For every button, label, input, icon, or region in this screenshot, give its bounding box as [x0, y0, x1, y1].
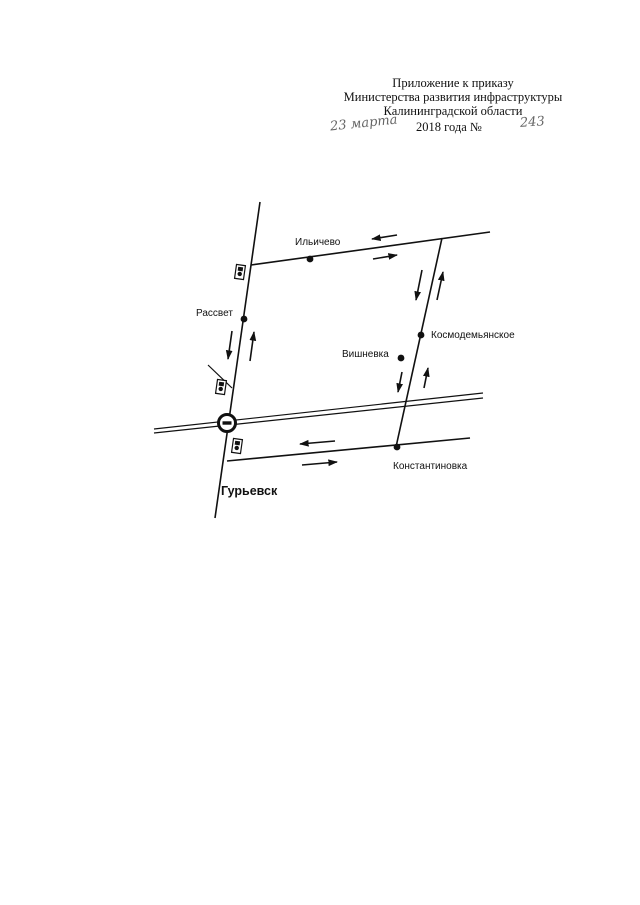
- label-konstantinovka: Константиновка: [393, 461, 468, 472]
- arrow-bottom-east: [301, 459, 338, 467]
- arrow-lower-right-up: [423, 367, 430, 389]
- label-vishnevka: Вишневка: [342, 349, 389, 360]
- header-date-line: 23 марта 2018 года № 243: [329, 113, 568, 135]
- arrow-right-road-down: [414, 269, 423, 301]
- header-line-region: Калининградской области: [383, 104, 523, 118]
- highway-lower: [153, 397, 484, 434]
- highway-upper: [153, 392, 484, 430]
- dot-rassvet: [240, 315, 248, 323]
- arrow-bottom-west: [299, 439, 336, 447]
- road-konstantinovka: [226, 437, 471, 462]
- order-annex-header: Приложение к приказу Министерства развит…: [329, 76, 568, 135]
- arrow-ilichevo-west: [371, 234, 398, 241]
- label-guryevsk: Гурьевск: [221, 484, 278, 498]
- label-kosmodemyanskoe: Космодемьянское: [431, 330, 515, 341]
- header-line-ministry: Министерства развития инфраструктуры: [343, 90, 563, 104]
- arrow-main-down: [225, 330, 233, 360]
- arrow-ilichevo-east: [372, 253, 398, 260]
- road-tick: [207, 364, 233, 389]
- arrow-main-up: [249, 331, 257, 362]
- header-line-annex: Приложение к приказу: [392, 76, 514, 90]
- dot-konstantinovka: [393, 443, 401, 451]
- road-ilichevo: [250, 231, 491, 266]
- bus-stop-sign-icon-3: [230, 437, 244, 455]
- bus-stop-sign-icon-1: [233, 263, 247, 281]
- label-rassvet: Рассвет: [196, 308, 233, 319]
- dot-ilichevo: [306, 255, 314, 263]
- arrow-right-road-up: [436, 271, 445, 301]
- arrow-lower-right-down: [396, 371, 403, 393]
- dot-kosmodemyanskoe: [417, 331, 425, 339]
- road-kosmodemyanskoe: [395, 237, 443, 448]
- dot-vishnevka: [397, 354, 405, 362]
- no-entry-sign-icon: [217, 413, 237, 433]
- label-ilichevo: Ильичево: [295, 237, 341, 248]
- main-road: [214, 201, 261, 519]
- bus-stop-sign-icon-2: [214, 378, 228, 396]
- printed-year-number-label: 2018 года №: [416, 120, 482, 134]
